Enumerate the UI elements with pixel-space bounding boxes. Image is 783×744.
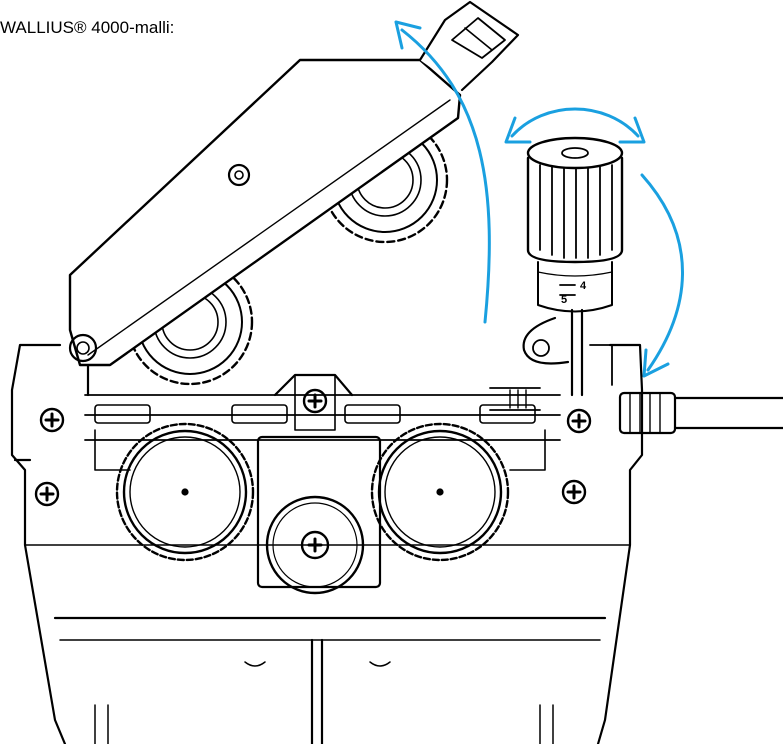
lower-drive-roll-left: [115, 422, 255, 562]
screw: [302, 388, 328, 414]
screw: [566, 408, 592, 434]
tension-scale-4: 4: [580, 280, 587, 292]
motion-arrows: [394, 20, 684, 378]
screw: [39, 407, 65, 433]
model-caption: WALLIUS® 4000-malli:: [0, 18, 175, 37]
lift-arm-up-arrow: [394, 20, 491, 324]
screw: [34, 481, 60, 507]
feeder-body: [10, 343, 644, 744]
body-screws: [34, 388, 592, 507]
pressure-arm: [68, 0, 520, 367]
rotate-knob-arrow: [504, 107, 646, 144]
screw: [561, 479, 587, 505]
centre-cover-plate: [265, 495, 365, 595]
tension-scale-5: 5: [561, 294, 567, 306]
outlet-connector: [489, 387, 783, 435]
lower-drive-roll-right: [370, 422, 510, 562]
tension-knob: 4 5: [522, 136, 624, 397]
tilt-knob-down-arrow: [640, 173, 684, 378]
